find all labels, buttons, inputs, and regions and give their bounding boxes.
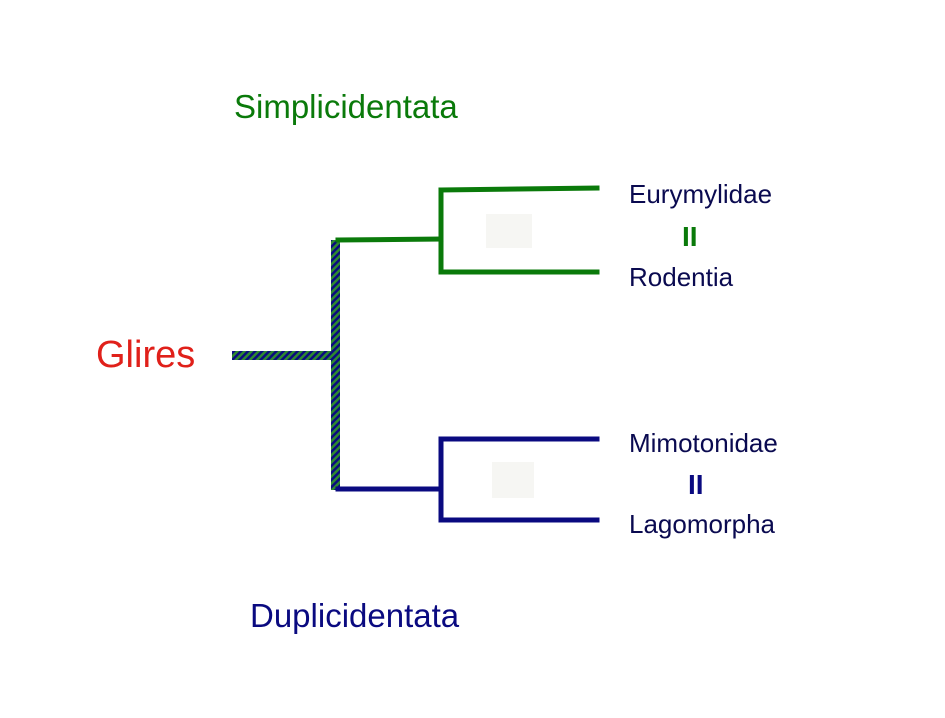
duplicidentata-label: Duplicidentata: [250, 597, 460, 634]
taxon-label-lagomorpha: Lagomorpha: [629, 509, 776, 539]
taxon-label-rodentia: Rodentia: [629, 262, 734, 292]
simplicidentata-clade: [335, 185, 600, 275]
root-label: Glires: [96, 334, 195, 376]
taxon-label-eurymylidae: Eurymylidae: [629, 179, 772, 209]
taxon-label-mimotonidae: Mimotonidae: [629, 428, 778, 458]
root-branch: [232, 351, 334, 360]
simplicidentata-label: Simplicidentata: [234, 88, 458, 125]
simplicidentata-stem: [335, 236, 444, 243]
eurymylidae-branch: [438, 185, 600, 193]
faint-marker: [486, 214, 532, 248]
faint-marker: [492, 462, 534, 498]
root-vertical-branch: [331, 240, 340, 490]
duplicidentata-clade: [335, 436, 600, 523]
separator-simplicidentata: II: [682, 221, 698, 252]
separator-duplicidentata: II: [688, 469, 704, 500]
